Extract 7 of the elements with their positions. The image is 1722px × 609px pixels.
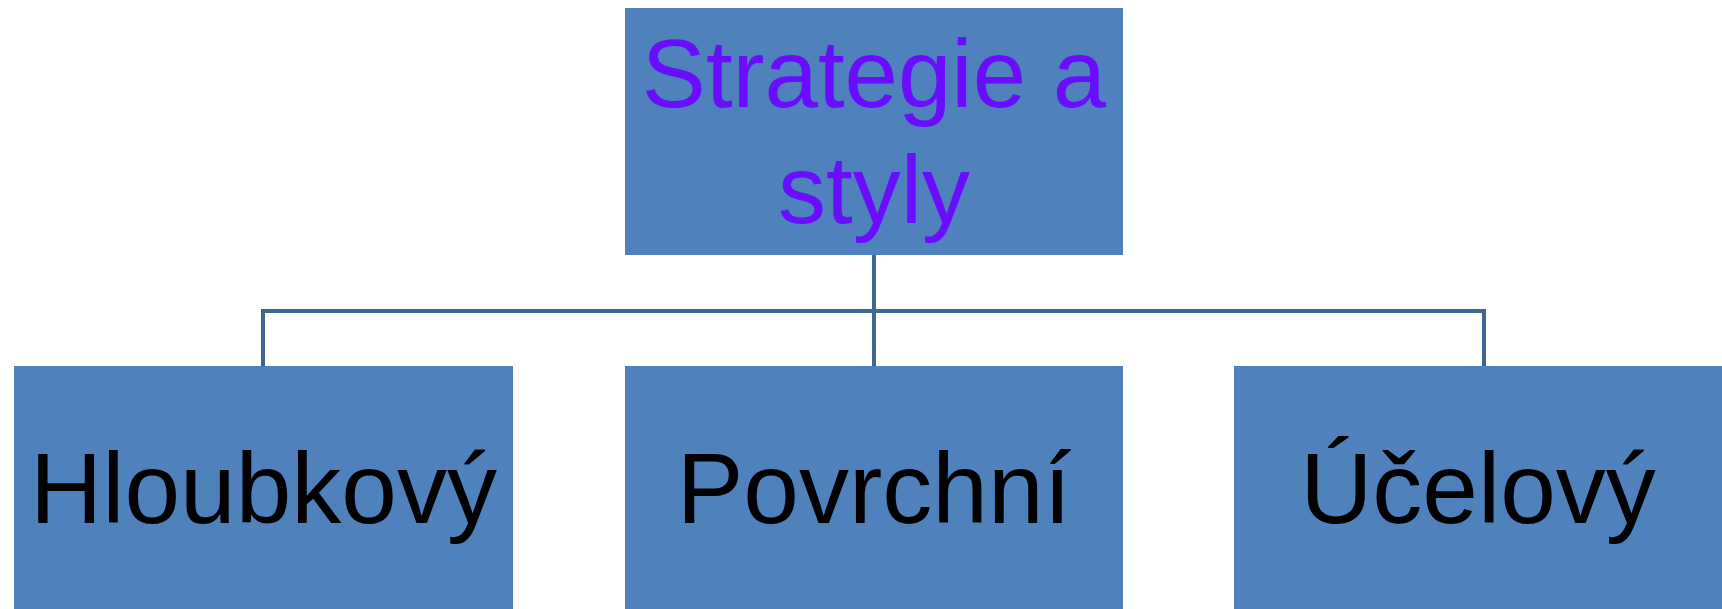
box-label: Strategie a styly	[640, 19, 1108, 245]
process-box	[14, 366, 513, 609]
process-box	[1234, 366, 1722, 609]
box-label: Hloubkový	[30, 432, 497, 543]
box-label: Povrchní	[676, 432, 1072, 543]
box-label: Účelový	[1300, 432, 1656, 543]
process-box	[625, 366, 1123, 609]
